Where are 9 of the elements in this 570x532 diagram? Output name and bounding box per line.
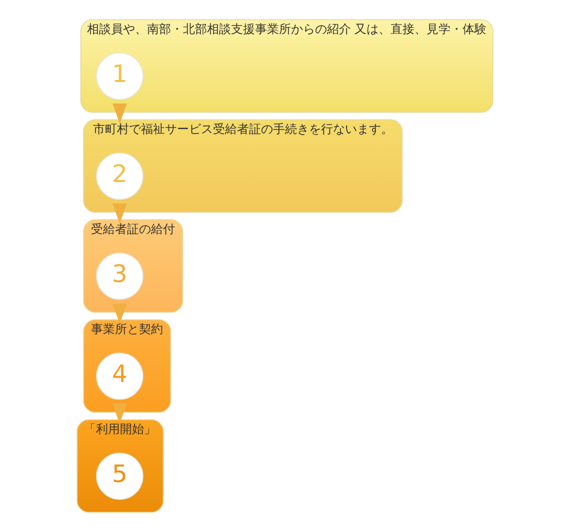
arrow: [112, 103, 127, 124]
node-circle: 2: [96, 152, 144, 200]
node-circle: 5: [96, 452, 144, 500]
node-circle: 3: [96, 252, 144, 300]
arrow: [112, 404, 127, 424]
node-circle: 1: [96, 52, 144, 100]
arrow: [112, 204, 127, 224]
arrow: [112, 304, 127, 324]
node-circle: 4: [96, 352, 144, 400]
